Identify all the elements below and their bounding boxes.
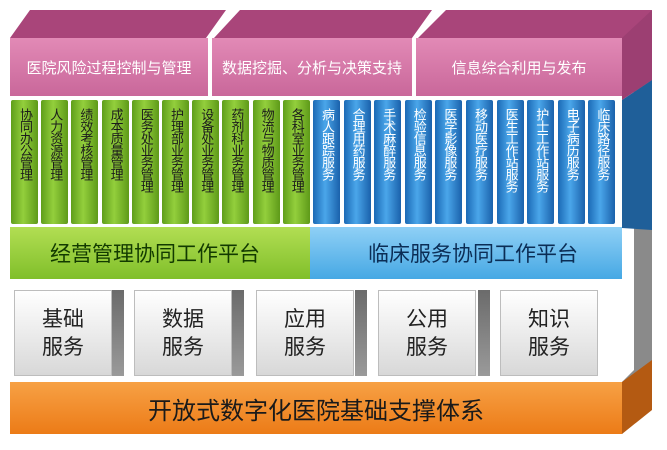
management-module-label: 各科室业务管理 — [288, 108, 304, 192]
clinical-module-column: 病人跟踪服务 — [313, 100, 340, 224]
clinical-module-label: 检验信息服务 — [410, 108, 426, 180]
service-knowledge: 知识服务 — [500, 290, 598, 376]
clinical-module-label: 病人跟踪服务 — [319, 108, 334, 180]
management-module-column: 各科室业务管理 — [282, 100, 310, 224]
service-basic: 基础服务 — [14, 290, 112, 376]
clinical-module-label: 护士工作站服务 — [533, 108, 549, 192]
management-module-label: 协同办公管理 — [17, 108, 32, 180]
clinical-module-column: 临床路径服务 — [588, 100, 616, 224]
management-module-column: 医务处业务管理 — [131, 100, 159, 224]
management-module-label: 成本质量管理 — [107, 108, 123, 180]
clinical-module-label: 移动医疗服务 — [472, 108, 487, 180]
service-divider — [478, 290, 490, 376]
service-data: 数据服务 — [134, 290, 232, 376]
top-tier-roof — [10, 10, 652, 38]
management-module-column: 物流与物质管理 — [252, 100, 280, 224]
service-public: 公用服务 — [378, 290, 476, 376]
management-module-label: 人力资源管理 — [47, 108, 63, 180]
clinical-module-label: 手术麻醉服务 — [380, 108, 396, 180]
top-cell-risk: 医院风险过程控制与管理 — [10, 38, 208, 96]
management-module-column: 药剂科业务管理 — [222, 100, 250, 224]
service-divider — [112, 290, 124, 376]
clinical-module-label: 医学影像服务 — [441, 108, 457, 180]
management-module-column: 设备处业务管理 — [192, 100, 220, 224]
management-module-column: 护理部业务管理 — [162, 100, 189, 224]
clinical-module-column: 合理用药服务 — [343, 100, 371, 224]
clinical-module-label: 临床路径服务 — [594, 108, 610, 180]
clinical-platform-bar: 临床服务协同工作平台 — [310, 227, 622, 279]
base-label: 开放式数字化医院基础支撑体系 — [148, 396, 484, 425]
management-platform-label: 经营管理协同工作平台 — [50, 242, 260, 266]
management-module-column: 绩效考核管理 — [71, 100, 99, 224]
management-module-label: 药剂科业务管理 — [228, 108, 244, 192]
clinical-module-column: 医学影像服务 — [435, 100, 463, 224]
management-platform-bar: 经营管理协同工作平台 — [10, 227, 310, 279]
management-module-column: 人力资源管理 — [41, 100, 69, 224]
clinical-platform-label: 临床服务协同工作平台 — [368, 242, 578, 266]
clinical-module-label: 电子病历服务 — [563, 108, 579, 180]
service-divider — [232, 290, 244, 376]
clinical-module-column: 电子病历服务 — [557, 100, 585, 224]
base-support-system: 开放式数字化医院基础支撑体系 — [10, 382, 622, 434]
clinical-module-column: 手术麻醉服务 — [374, 100, 402, 224]
clinical-module-column: 护士工作站服务 — [527, 100, 555, 224]
management-module-label: 绩效考核管理 — [77, 108, 93, 180]
clinical-module-column: 移动医疗服务 — [466, 100, 493, 224]
clinical-module-label: 合理用药服务 — [349, 108, 365, 180]
top-cell-data-mining: 数据挖掘、分析与决策支持 — [212, 38, 412, 96]
management-module-column: 成本质量管理 — [101, 100, 129, 224]
management-module-column: 协同办公管理 — [11, 100, 38, 224]
service-divider — [355, 290, 367, 376]
management-module-label: 医务处业务管理 — [137, 108, 153, 192]
management-module-label: 护理部业务管理 — [168, 108, 183, 192]
management-module-label: 设备处业务管理 — [198, 108, 214, 192]
clinical-module-label: 医生工作站服务 — [502, 108, 518, 192]
management-module-label: 物流与物质管理 — [258, 108, 274, 192]
clinical-module-column: 医生工作站服务 — [496, 100, 524, 224]
service-application: 应用服务 — [256, 290, 354, 376]
clinical-module-column: 检验信息服务 — [404, 100, 432, 224]
top-cell-info-publishing: 信息综合利用与发布 — [416, 38, 622, 96]
